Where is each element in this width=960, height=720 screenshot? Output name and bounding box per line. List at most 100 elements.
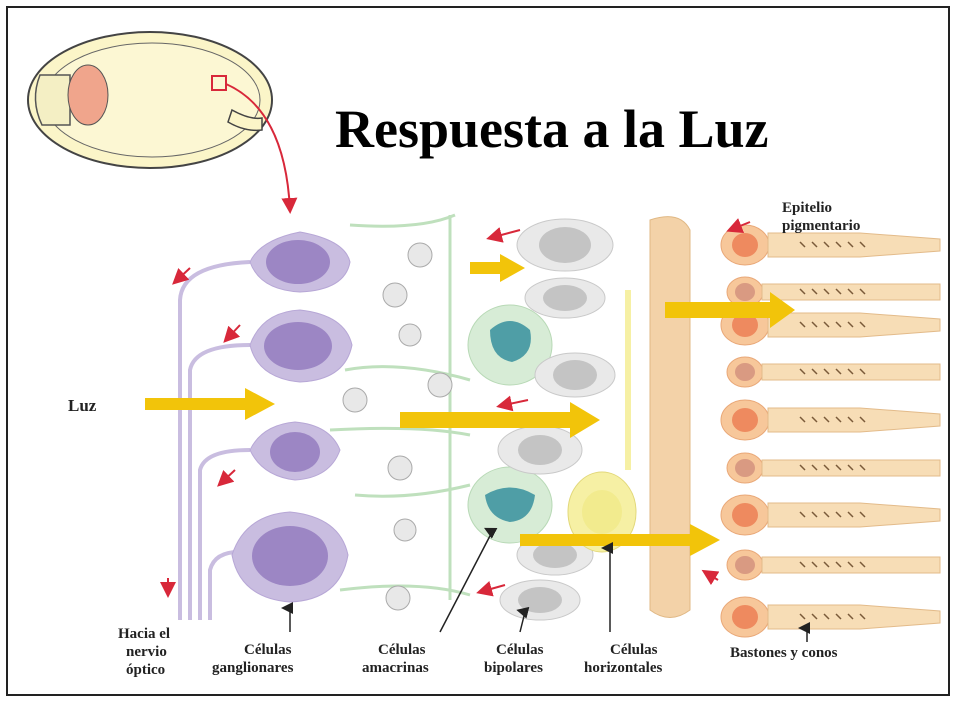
pigment-granule: [847, 321, 854, 328]
pigment-granule: [823, 511, 830, 518]
pigment-granule: [811, 511, 818, 518]
pigment-granule: [859, 464, 866, 471]
pigment-granule: [847, 288, 854, 295]
label-optic-nerve-3: óptico: [126, 662, 165, 678]
pigment-granule: [811, 241, 818, 248]
pigment-granule: [859, 511, 866, 518]
pigment-granule: [823, 288, 830, 295]
photoreceptors: [720, 224, 941, 638]
pigment-granule: [835, 241, 842, 248]
diagram-labels: Luz Hacia el nervio óptico Células gangl…: [68, 200, 860, 678]
label-bipolar-2: bipolares: [484, 660, 543, 676]
label-ganglion-1: Células: [244, 642, 292, 658]
pigment-granule: [847, 241, 854, 248]
pigment-granule: [811, 613, 818, 620]
pigment-granule: [847, 416, 854, 423]
photoreceptor-nucleus: [735, 556, 755, 574]
pigment-granule: [859, 561, 866, 568]
pigment-granule: [823, 321, 830, 328]
pigment-granule: [799, 613, 806, 620]
light-arrow-3: [400, 402, 600, 438]
pigment-granule: [811, 321, 818, 328]
label-horizontal-1: Células: [610, 642, 658, 658]
pigment-granule: [835, 561, 842, 568]
pigment-granule: [811, 464, 818, 471]
label-optic-nerve-2: nervio: [126, 644, 167, 660]
bipolar-nuclei: [518, 227, 597, 613]
pigment-granule: [859, 613, 866, 620]
pigment-granule: [811, 561, 818, 568]
photoreceptor-nucleus: [732, 408, 758, 432]
photoreceptor-nucleus: [735, 283, 755, 301]
pigment-granule: [847, 511, 854, 518]
cone-outer-segment: [767, 407, 941, 433]
pigment-epithelium: [649, 216, 691, 618]
pigment-granule: [859, 416, 866, 423]
light-arrow-5: [520, 524, 720, 556]
photoreceptor-nucleus: [732, 503, 758, 527]
pigment-granule: [823, 241, 830, 248]
label-horizontal-2: horizontales: [584, 660, 662, 676]
pigment-granule: [799, 241, 806, 248]
pigment-granule: [823, 464, 830, 471]
pigment-granule: [847, 561, 854, 568]
pigment-granule: [859, 368, 866, 375]
label-optic-nerve-1: Hacia el: [118, 626, 170, 642]
label-pigment-1: Epitelio: [782, 200, 832, 216]
pigment-granule: [835, 511, 842, 518]
pigment-granule: [823, 613, 830, 620]
pigment-granule: [823, 416, 830, 423]
pigment-granule: [835, 321, 842, 328]
ganglion-cells: [231, 231, 353, 603]
eye-illustration: [27, 31, 298, 214]
light-arrows: [145, 254, 795, 556]
pigment-granule: [859, 288, 866, 295]
pigment-granule: [799, 368, 806, 375]
pigment-granule: [811, 288, 818, 295]
label-pigment-2: pigmentario: [782, 218, 860, 234]
pigment-granule: [835, 613, 842, 620]
pigment-granule: [835, 416, 842, 423]
light-arrow-2: [470, 254, 525, 282]
pigment-granule: [847, 464, 854, 471]
pigment-granule: [859, 241, 866, 248]
amacrine-cells: [467, 304, 553, 544]
pigment-granule: [799, 511, 806, 518]
pigment-granule: [799, 321, 806, 328]
cone-outer-segment: [767, 502, 941, 528]
zoom-arrow: [225, 83, 298, 214]
pigment-granule: [811, 368, 818, 375]
synapse-clusters: [342, 242, 453, 611]
cone-outer-segment: [767, 604, 941, 630]
amacrine-dendrites: [329, 213, 471, 600]
photoreceptor-nucleus: [732, 313, 758, 337]
pigment-granule: [799, 416, 806, 423]
label-bipolar-1: Células: [496, 642, 544, 658]
cone-outer-segment: [767, 312, 941, 338]
label-light: Luz: [68, 396, 97, 415]
photoreceptor-nucleus: [732, 233, 758, 257]
pigment-granule: [835, 288, 842, 295]
label-amacrine-2: amacrinas: [362, 660, 429, 676]
pigment-granule: [811, 416, 818, 423]
photoreceptor-nucleus: [732, 605, 758, 629]
pigment-granule: [859, 321, 866, 328]
label-amacrine-1: Células: [378, 642, 426, 658]
label-pointers: [281, 527, 810, 642]
pigment-granule: [835, 368, 842, 375]
photoreceptor-nucleus: [735, 363, 755, 381]
pigment-granule: [847, 613, 854, 620]
horizontal-cell: [567, 290, 637, 553]
light-arrow-main: [145, 388, 275, 420]
pigment-granule: [799, 561, 806, 568]
label-ganglion-2: ganglionares: [212, 660, 294, 676]
photoreceptor-nucleus: [735, 459, 755, 477]
label-rods-cones: Bastones y conos: [730, 645, 838, 661]
pigment-granule: [835, 464, 842, 471]
slide-title: Respuesta a la Luz: [335, 99, 769, 159]
zoom-box: [211, 75, 227, 91]
pigment-granule: [799, 288, 806, 295]
pigment-granule: [823, 368, 830, 375]
pigment-granule: [799, 464, 806, 471]
